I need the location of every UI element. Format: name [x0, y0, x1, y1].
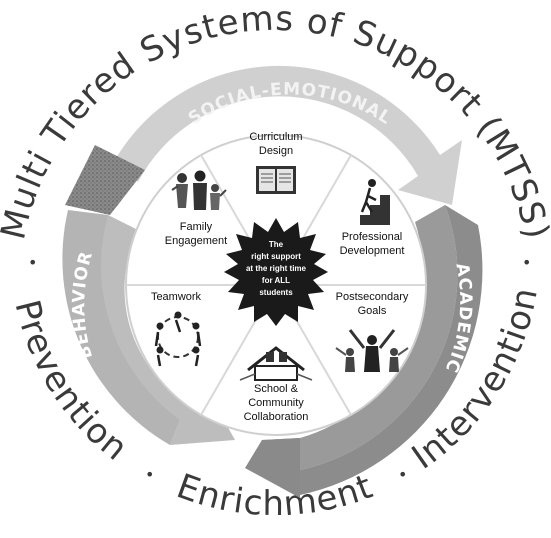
family-icon [171, 170, 227, 210]
segment-curriculum-design: Curriculum Design [249, 131, 303, 194]
school-building-icon [239, 346, 313, 381]
social-emotional-band [115, 65, 462, 205]
separator-bottom-left: • [145, 465, 154, 484]
segment-label-line: School & [254, 383, 299, 395]
center-line: at the right time [246, 264, 307, 273]
segment-label-line: Engagement [165, 235, 227, 247]
segment-label-line: Goals [358, 305, 387, 317]
segment-label-line: Postsecondary [336, 291, 409, 303]
books-icon [256, 166, 296, 194]
segment-label-line: Curriculum [249, 131, 302, 143]
segment-label-line: Development [340, 245, 405, 257]
separator-bottom-right: • [398, 465, 407, 484]
center-line: The [269, 240, 284, 249]
academic-band [250, 205, 458, 470]
segment-label-line: Family [180, 221, 213, 233]
band-ring: SOCIAL-EMOTIONAL BEHAVIOR ACADEMIC [62, 65, 483, 498]
segment-label-line: Design [259, 145, 293, 157]
segment-postsecondary-goals: Postsecondary Goals [335, 291, 409, 372]
center-line: for ALL [262, 276, 290, 285]
segment-professional-development: Professional Development [340, 179, 405, 257]
segment-school-community: School & Community Collaboration [239, 346, 313, 423]
behavior-outer [62, 210, 180, 445]
academic-outer [300, 205, 483, 495]
separators: • • • • [28, 253, 531, 484]
separator-left: • [28, 253, 37, 272]
behavior-arrow-head [65, 145, 145, 215]
segment-label-line: Teamwork [151, 291, 202, 303]
center-starburst [224, 218, 328, 326]
inner-wheel: Curriculum Design Professional [125, 131, 427, 436]
stairs-climber-icon [360, 179, 390, 225]
team-circle-icon [154, 311, 202, 367]
center-badge: The right support at the right time for … [224, 218, 328, 326]
academic-arrow-head [245, 438, 300, 498]
center-line: right support [251, 252, 301, 261]
segment-family-engagement: Family Engagement [165, 170, 227, 247]
segment-teamwork: Teamwork [151, 291, 202, 367]
segment-label-line: Professional [342, 231, 403, 243]
segment-label-line: Collaboration [244, 411, 309, 423]
graduates-icon [335, 329, 409, 372]
separator-right: • [522, 253, 531, 272]
center-line: students [259, 288, 293, 297]
segment-label-line: Community [248, 397, 304, 409]
